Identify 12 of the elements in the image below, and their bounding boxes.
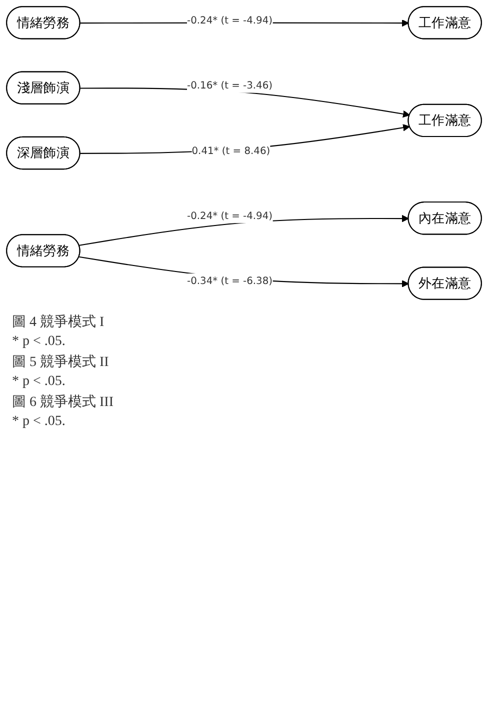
edge-label: -0.24* (t = -4.94) — [187, 210, 273, 222]
arrow — [79, 214, 409, 246]
significance-note: * p < .05. — [12, 334, 66, 350]
edge-label: -0.16* (t = -3.46) — [187, 80, 273, 92]
significance-note: * p < .05. — [12, 374, 66, 390]
figure-caption: 圖 6 競爭模式 III — [12, 393, 114, 411]
figure-caption: 圖 5 競爭模式 II — [12, 353, 110, 371]
significance-note: * p < .05. — [12, 414, 66, 430]
edge-label: -0.34* (t = -6.38) — [187, 275, 273, 287]
figure-caption: 圖 4 競爭模式 I — [12, 313, 106, 331]
edge-label: 0.41* (t = 8.46) — [192, 144, 270, 156]
edge-label: -0.24* (t = -4.94) — [187, 14, 273, 26]
